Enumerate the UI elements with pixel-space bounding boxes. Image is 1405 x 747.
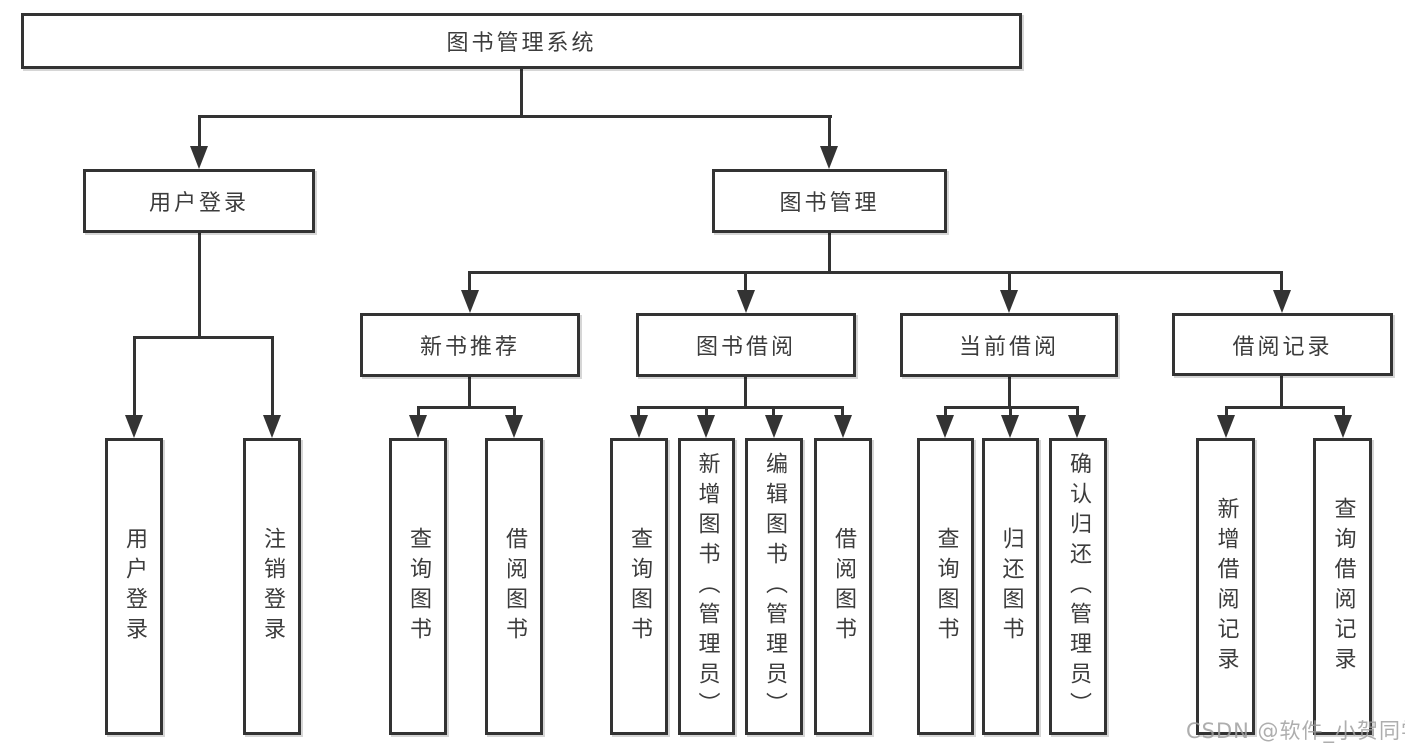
leaf-bb-edit-books-admin-label: 编辑图书（管理员）: [762, 451, 787, 722]
leaf-logout: 注销登录: [243, 438, 301, 735]
arrowhead-br-query: [1334, 415, 1352, 438]
node-borrow-record: 借阅记录: [1172, 313, 1393, 376]
connector-new-book-recommend-branch: [417, 406, 516, 409]
leaf-cb-query-books-label: 查询图书: [933, 526, 959, 647]
arrowhead-user-login: [190, 146, 208, 169]
leaf-cb-return-books: 归还图书: [982, 438, 1039, 735]
connector-level2-branch: [469, 271, 1283, 274]
arrowhead-cb-confirm: [1068, 415, 1086, 438]
leaf-bb-query-books-label: 查询图书: [627, 526, 652, 647]
connector-book-management-stem: [828, 233, 831, 274]
leaf-nbr-query-books: 查询图书: [389, 438, 447, 735]
leaf-br-query-record-label: 查询借阅记录: [1330, 496, 1356, 677]
arrowhead-leaf-login: [125, 415, 143, 438]
leaf-bb-borrow-books: 借阅图书: [814, 438, 872, 735]
arrowhead-bb-query: [630, 415, 648, 438]
connector-current-borrow-stem: [1008, 377, 1011, 409]
leaf-bb-add-books-admin-label: 新增图书（管理员）: [694, 451, 720, 722]
leaf-bb-query-books: 查询图书: [610, 438, 668, 735]
connector-bb-borrow-shaft: [841, 406, 844, 418]
connector-borrow-record-shaft: [1280, 271, 1283, 293]
node-new-book-recommend: 新书推荐: [360, 313, 580, 377]
node-book-management: 图书管理: [712, 169, 947, 233]
leaf-nbr-borrow-books: 借阅图书: [485, 438, 543, 735]
leaf-br-query-record: 查询借阅记录: [1313, 438, 1372, 735]
connector-book-borrow-branch: [637, 406, 844, 409]
connector-bb-query-shaft: [637, 406, 640, 418]
connector-cb-return-shaft: [1009, 406, 1012, 418]
leaf-cb-confirm-return-admin-label: 确认归还（管理员）: [1066, 451, 1091, 722]
connector-leaf-logout-shaft: [271, 336, 274, 418]
connector-root-stem: [520, 69, 523, 118]
arrowhead-current-borrow: [1000, 290, 1018, 313]
arrowhead-bb-add: [697, 415, 715, 438]
node-current-borrow: 当前借阅: [900, 313, 1118, 377]
watermark: CSDN @软件_小贺同学: [1186, 719, 1405, 743]
arrowhead-br-add: [1217, 415, 1235, 438]
arrowhead-leaf-logout: [263, 415, 281, 438]
connector-nbr-borrow-shaft: [513, 406, 516, 418]
connector-book-borrow-shaft: [744, 271, 747, 293]
node-user-login: 用户登录: [83, 169, 315, 233]
connector-root-branch: [198, 115, 832, 118]
arrowhead-new-book-recommend: [461, 290, 479, 313]
connector-user-login-stem: [198, 233, 201, 339]
connector-br-query-shaft: [1342, 406, 1345, 418]
connector-bb-add-shaft: [705, 406, 708, 418]
connector-book-borrow-stem: [744, 377, 747, 409]
leaf-cb-return-books-label: 归还图书: [998, 526, 1024, 647]
arrowhead-book-borrow: [737, 290, 755, 313]
connector-new-book-recommend-stem: [468, 377, 471, 409]
leaf-logout-label: 注销登录: [260, 526, 285, 647]
arrowhead-book-management: [820, 146, 838, 169]
leaf-nbr-borrow-books-label: 借阅图书: [502, 526, 527, 647]
arrowhead-bb-edit: [765, 415, 783, 438]
node-book-borrow-label: 图书借阅: [695, 335, 796, 360]
connector-book-management-shaft: [828, 115, 831, 149]
leaf-user-login: 用户登录: [105, 438, 163, 735]
node-book-management-label: 图书管理: [779, 191, 880, 216]
connector-borrow-record-branch: [1225, 406, 1345, 409]
node-new-book-recommend-label: 新书推荐: [419, 335, 520, 360]
connector-bb-edit-shaft: [772, 406, 775, 418]
connector-leaf-login-shaft: [133, 336, 136, 418]
leaf-bb-borrow-books-label: 借阅图书: [831, 526, 856, 647]
connector-nbr-query-shaft: [417, 406, 420, 418]
leaf-user-login-label: 用户登录: [122, 526, 147, 647]
leaf-bb-edit-books-admin: 编辑图书（管理员）: [745, 438, 803, 735]
leaf-br-add-record: 新增借阅记录: [1196, 438, 1255, 735]
node-current-borrow-label: 当前借阅: [958, 335, 1059, 360]
node-root: 图书管理系统: [21, 13, 1022, 69]
node-borrow-record-label: 借阅记录: [1232, 334, 1333, 360]
connector-user-login-shaft: [198, 115, 201, 149]
connector-new-book-recommend-shaft: [468, 271, 471, 293]
connector-current-borrow-shaft: [1008, 271, 1011, 293]
connector-br-add-shaft: [1225, 406, 1228, 418]
arrowhead-nbr-query: [409, 415, 427, 438]
node-root-label: 图书管理系统: [446, 31, 597, 56]
arrowhead-bb-borrow: [834, 415, 852, 438]
leaf-nbr-query-books-label: 查询图书: [406, 526, 431, 647]
connector-user-login-branch: [133, 336, 274, 339]
node-book-borrow: 图书借阅: [636, 313, 856, 377]
leaf-br-add-record-label: 新增借阅记录: [1213, 496, 1239, 677]
arrowhead-borrow-record: [1273, 290, 1291, 313]
leaf-bb-add-books-admin: 新增图书（管理员）: [678, 438, 735, 735]
connector-cb-confirm-shaft: [1076, 406, 1079, 418]
arrowhead-nbr-borrow: [505, 415, 523, 438]
connector-borrow-record-stem: [1280, 376, 1283, 409]
arrowhead-cb-return: [1001, 415, 1019, 438]
arrowhead-cb-query: [936, 415, 954, 438]
node-user-login-label: 用户登录: [148, 191, 249, 216]
connector-cb-query-shaft: [944, 406, 947, 418]
leaf-cb-query-books: 查询图书: [917, 438, 974, 735]
leaf-cb-confirm-return-admin: 确认归还（管理员）: [1049, 438, 1107, 735]
